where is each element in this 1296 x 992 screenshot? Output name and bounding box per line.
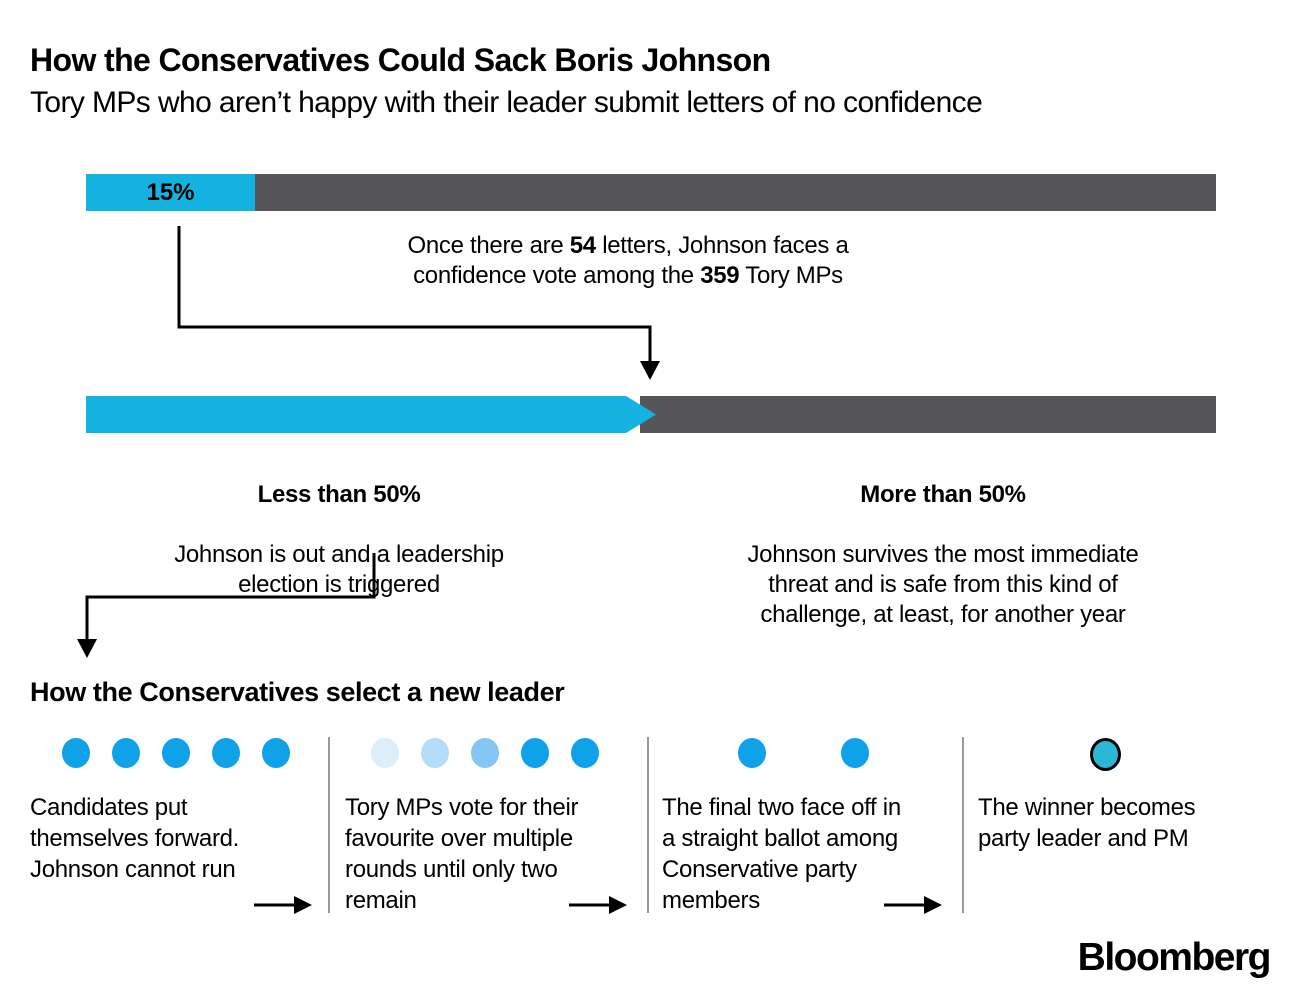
vote-bar-fill-arrow [86, 396, 656, 433]
candidate-dot [212, 738, 240, 768]
bloomberg-logo: Bloomberg [1077, 936, 1272, 979]
candidate-dot [371, 738, 399, 768]
outcome-more-than-50: More than 50% Johnson survives the most … [660, 450, 1226, 630]
column-divider [647, 737, 649, 913]
outcome-left-heading: Less than 50% [257, 481, 421, 508]
outcome-left-body: Johnson is out and a leadership election… [174, 541, 504, 598]
candidate-dot [112, 738, 140, 768]
step-3-dots [738, 738, 869, 768]
step-2-text: Tory MPs vote for their favourite over m… [345, 794, 579, 914]
candidate-dot [262, 738, 290, 768]
annotation-number-359: 359 [700, 262, 740, 289]
annotation-text: Tory MPs [739, 262, 843, 289]
step-2-dots [371, 738, 599, 768]
step-4-dots [1090, 738, 1121, 771]
right-arrow-icon [294, 896, 312, 914]
annotation-text: confidence vote among the [413, 262, 701, 289]
column-divider [962, 737, 964, 913]
annotation-text: letters, Johnson faces a [595, 232, 849, 259]
step-1-text: Candidates put themselves forward. Johns… [30, 794, 240, 883]
candidate-dot [471, 738, 499, 768]
arrow-down-icon [77, 639, 97, 658]
vote-bar-remainder [640, 396, 1216, 433]
candidate-dot [571, 738, 599, 768]
letters-annotation: Once there are 54 letters, Johnson faces… [328, 231, 928, 291]
candidate-dot [162, 738, 190, 768]
leader-selection-heading: How the Conservatives select a new leade… [30, 677, 565, 707]
outcome-less-than-50: Less than 50% Johnson is out and a leade… [86, 450, 592, 600]
step-4-text: The winner becomes party leader and PM [978, 794, 1196, 852]
candidate-dot [421, 738, 449, 768]
arrow-down-icon [640, 361, 660, 380]
annotation-number-54: 54 [569, 232, 596, 259]
outcome-right-heading: More than 50% [860, 481, 1026, 508]
letters-bar: 15% [86, 174, 1216, 211]
step-3-text: The final two face off in a straight bal… [662, 794, 901, 914]
page-title: How the Conservatives Could Sack Boris J… [30, 42, 771, 78]
winner-dot [1090, 738, 1121, 771]
candidate-dot [738, 738, 766, 768]
candidate-dot [62, 738, 90, 768]
annotation-text: Once there are [407, 232, 570, 259]
letters-bar-fill: 15% [86, 174, 255, 211]
letters-bar-value-label: 15% [146, 179, 195, 206]
column-divider [328, 737, 330, 913]
confidence-vote-bar [86, 396, 1216, 433]
candidate-dot [521, 738, 549, 768]
step-1-dots [62, 738, 290, 768]
page-subtitle: Tory MPs who aren’t happy with their lea… [30, 86, 983, 119]
outcome-right-body: Johnson survives the most immediate thre… [747, 541, 1139, 628]
candidate-dot [841, 738, 869, 768]
